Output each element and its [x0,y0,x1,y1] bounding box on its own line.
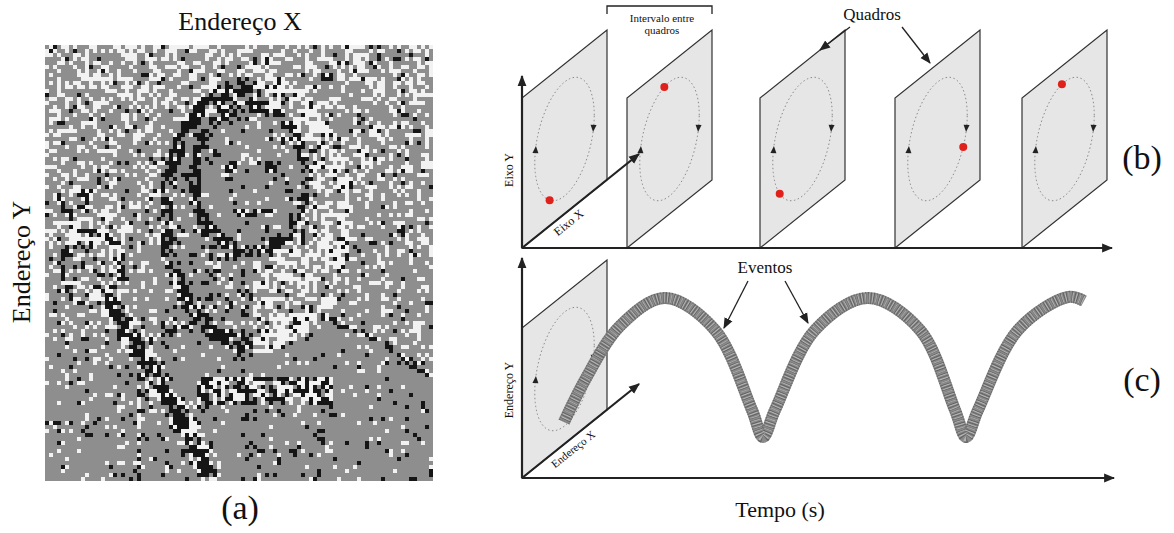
trajectory-ellipse [640,77,700,200]
frames-group [522,30,1107,478]
red-dot [546,196,554,204]
time-axis [522,477,1114,479]
events-curve-group [564,297,1084,437]
panel-letter: (b) [1122,139,1162,176]
panel-letter: (a) [221,489,259,526]
time-axis [522,247,1112,249]
trajectory-ellipse [535,77,595,200]
frame-plane [895,30,980,248]
direction-arrow [532,146,538,153]
event-camera-picture [45,45,433,481]
axis-label: Eixo Y [503,153,516,187]
trajectory-ellipse [773,77,833,200]
events-curve [564,297,1084,437]
callout-label: Quadros [843,6,901,25]
frame [895,30,980,248]
red-dot [660,83,668,91]
axis-label: Eixo X [551,207,586,239]
direction-arrow [696,125,702,132]
frame [627,30,712,248]
panel-letter: (c) [1123,361,1161,398]
picture-white-pixels [45,45,433,481]
trajectory-ellipse [908,77,968,200]
frame [760,30,845,248]
picture-ground [45,45,433,481]
frame-plane [760,30,845,248]
red-dot [1058,80,1066,88]
trajectory-ellipse [1035,77,1095,200]
leader-arrow [785,281,808,323]
axis-label: Endereço X [549,428,597,470]
direction-arrow [770,146,776,153]
x-axis [522,154,639,248]
frame [1022,30,1107,248]
picture-black-pixels [45,45,433,481]
leader-arrow [902,27,930,63]
direction-arrow [1032,146,1038,153]
axis-label: Endereço Y [503,362,516,419]
direction-arrow [829,125,835,132]
direction-arrow [637,146,643,153]
axis-title: Tempo (s) [735,498,825,522]
frame [522,30,607,248]
frame-plane [522,30,607,248]
frame-plane [1022,30,1107,248]
direction-arrow [1091,125,1097,132]
axis-title: Endereço Y [8,201,37,323]
direction-arrow [532,376,538,383]
frame-plane [627,30,712,248]
axes-group [522,6,1114,478]
y-axis [521,258,523,478]
leader-arrow [724,281,748,328]
axis-title: Endereço X [178,8,301,37]
red-dot [959,143,967,151]
direction-arrow [591,125,597,132]
callout-label: Eventos [738,259,793,278]
x-axis [522,384,639,478]
direction-arrow [905,146,911,153]
events-curve [564,297,1084,437]
direction-arrow [964,125,970,132]
leader-arrow [820,27,850,50]
y-axis [521,76,523,248]
red-dot [776,190,784,198]
events-curve [564,297,1084,437]
interval-label: Intervalo entre quadros [626,12,698,36]
